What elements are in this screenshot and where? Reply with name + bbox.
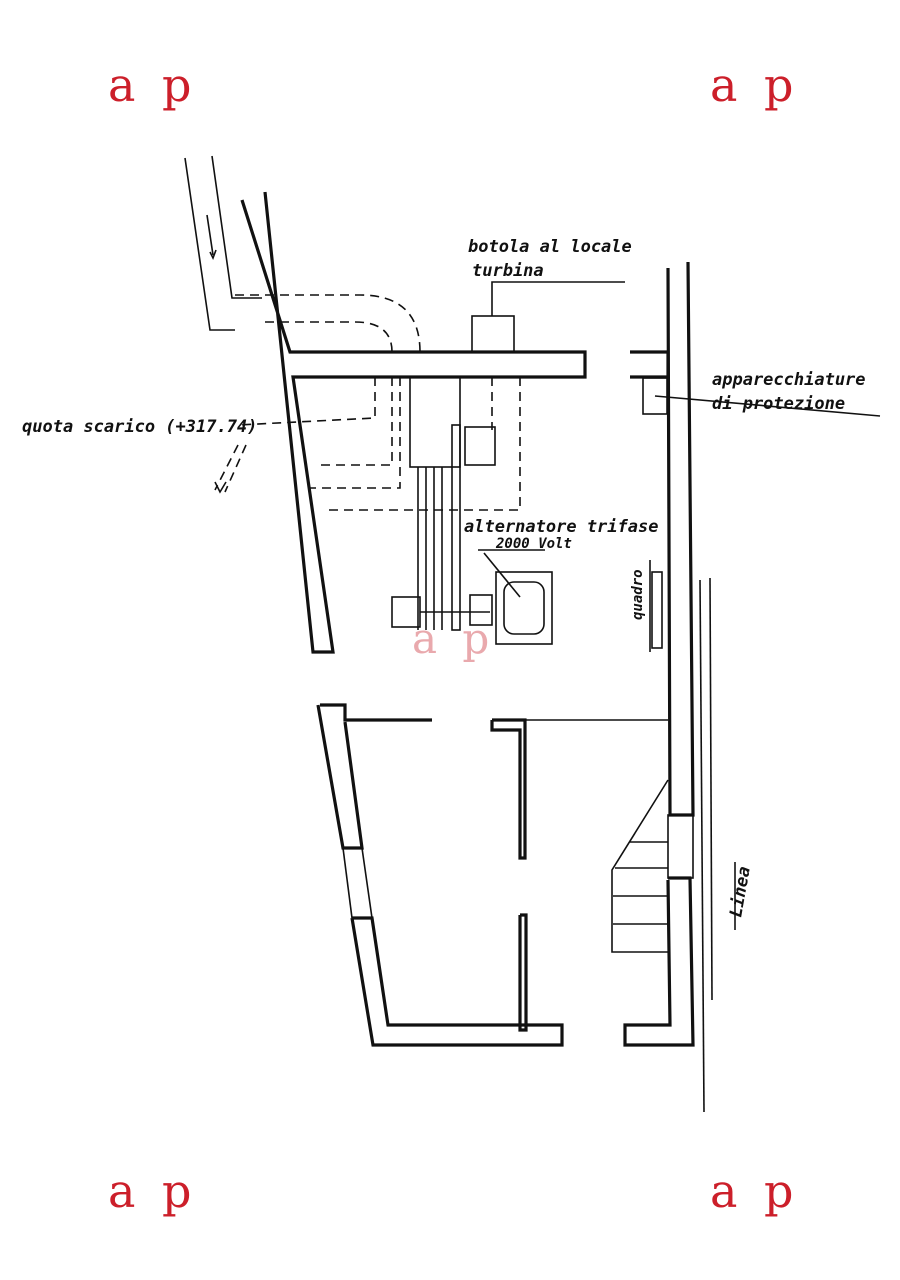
- line-label: Linea: [726, 865, 755, 919]
- panel-label: quadro: [630, 569, 646, 620]
- alternator-label-line2: 2000 Volt: [495, 536, 572, 552]
- dashed-ducts: [214, 294, 521, 511]
- protection-equipment-box: [642, 377, 668, 415]
- trapdoor-label-line1: botola al locale: [468, 237, 632, 257]
- trapdoor-label-line2: turbina: [472, 261, 544, 281]
- staircase: [611, 779, 694, 953]
- lower-room-walls: [316, 703, 695, 1047]
- watermark-bottom-right: a p: [710, 1164, 800, 1218]
- watermark-top-right: a p: [710, 58, 800, 112]
- generator-machinery: [391, 376, 553, 645]
- protection-label-line2: di protezione: [712, 394, 845, 414]
- penstock-channel: [184, 155, 262, 331]
- alternator-label-line1: alternatore trifase: [464, 517, 658, 537]
- discharge-level-label: quota scarico (+317.74): [22, 417, 257, 437]
- trapdoor-box: [471, 315, 515, 353]
- upper-room-walls: [240, 191, 695, 817]
- control-panel: [649, 560, 663, 652]
- watermark-bottom-left: a p: [108, 1164, 198, 1218]
- watermark-top-left: a p: [108, 58, 198, 112]
- power-line: [699, 577, 713, 1113]
- alternator-unit: [495, 571, 553, 645]
- protection-label-line1: apparecchiature: [712, 370, 866, 390]
